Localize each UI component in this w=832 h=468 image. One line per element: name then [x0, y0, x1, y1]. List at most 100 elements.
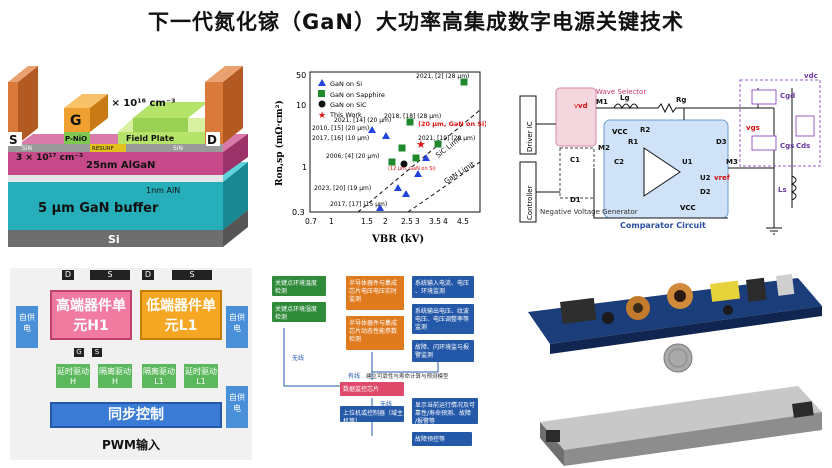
- circuit-label-vdc: vdc: [804, 72, 818, 80]
- flow-right-input: 系统输入电流、电压、环境监测: [412, 276, 474, 298]
- svg-text:检测: 检测: [349, 335, 361, 343]
- flow-wired-label: 有线: [348, 372, 360, 380]
- isolated-driver-l: 隔离驱动L1: [142, 364, 176, 388]
- circuit-label-cds: Cds: [796, 142, 810, 150]
- capacitor-block: [709, 280, 740, 302]
- y-axis-label: Ron,sp (mΩ·cm²): [274, 100, 285, 186]
- source-terminal-2: S: [172, 270, 212, 280]
- circuit-label-m2: M2: [598, 144, 610, 152]
- low-side-unit: 低端器件单元L1: [140, 290, 222, 340]
- mark-si-2: [394, 184, 402, 191]
- algan-layer: [8, 152, 223, 175]
- vcc-top-label: VCC: [612, 128, 628, 136]
- svg-text:关键点环境湿度: 关键点环境湿度: [275, 305, 317, 313]
- svg-text:、环境监测: 、环境监测: [415, 287, 445, 295]
- wave-selector-region: [555, 87, 597, 147]
- circuit-label-u2: U2: [700, 174, 711, 182]
- ref-label-5: 2006, [4] (20 µm): [326, 153, 379, 160]
- gan-limit-line: [407, 161, 481, 213]
- this-work-small-label: (12 µm, GaN on Si): [388, 166, 436, 172]
- circuit-label-rg: Rg: [676, 96, 686, 104]
- mark-sapphire-3: [388, 158, 396, 166]
- mark-sic-0: [400, 160, 408, 168]
- vcc-bottom-label: VCC: [680, 204, 696, 212]
- mark-sapphire-1: [406, 118, 414, 126]
- xtick-5: 3: [415, 217, 420, 226]
- isolated-driver-h: 隔离驱动H: [98, 364, 132, 388]
- mark-this-work: ★: [416, 138, 426, 151]
- xtick-2: 1.5: [361, 217, 373, 226]
- mark-si-0: [368, 126, 376, 133]
- gate-electrode: [64, 108, 90, 132]
- ytick-1: 10: [296, 101, 306, 110]
- xtick-7: 4: [443, 217, 448, 226]
- legend-this-work: This Work: [329, 111, 362, 119]
- drain-electrode: [205, 82, 223, 144]
- ref-label-3: 2010, [15] (20 µm): [312, 125, 369, 132]
- neg-gen-label: Negative Voltage Generator: [540, 208, 638, 216]
- ref-label-1: 2018, [18] (28 µm): [384, 113, 441, 120]
- circuit-label-m3: M3: [726, 158, 738, 166]
- svg-text:系统输出电压、纹波: 系统输出电压、纹波: [415, 307, 469, 315]
- controller-label: Controller: [526, 185, 534, 220]
- circuit-label-vd: vd: [578, 102, 588, 110]
- x-axis-label: VBR (kV): [371, 234, 424, 245]
- product-photos: [520, 262, 826, 466]
- xtick-8: 4.5: [457, 217, 469, 226]
- mark-si-1: [382, 132, 390, 139]
- legend-si: GaN on Si: [330, 80, 362, 88]
- legend-sic-marker: [318, 100, 326, 108]
- svg-text:系统输入电流、电压: 系统输入电流、电压: [415, 279, 469, 287]
- self-power-right-lower: 自供电: [226, 386, 248, 428]
- svg-text:故障、闪环境监与报: 故障、闪环境监与报: [415, 343, 469, 351]
- wave-selector-label: Wave Selector: [596, 88, 646, 96]
- ytick-3: 0.3: [292, 208, 305, 217]
- comparator-label: Comparator Circuit: [620, 221, 706, 230]
- flow-center-chip: 数据监控芯片: [340, 382, 404, 396]
- circuit-label-c1: C1: [570, 156, 580, 164]
- high-side-unit: 高端器件单元H1: [50, 290, 132, 340]
- circuit-label-vgs: vgs: [746, 124, 760, 132]
- circuit-label-cgd: Cgd: [780, 92, 795, 100]
- field-plate: [118, 132, 208, 144]
- svg-text:半导体器件与集成: 半导体器件与集成: [349, 279, 397, 287]
- legend-sic: GaN on SiC: [330, 101, 367, 109]
- ref-label-6: 2021, [19] (20 µm): [418, 135, 475, 142]
- driver-ic-box: [519, 95, 537, 155]
- flow-wireless-label-1: 无线: [292, 354, 304, 362]
- ytick-0: 50: [296, 71, 306, 80]
- source-label: S: [9, 133, 18, 147]
- mark-si-4: [414, 170, 422, 177]
- mark-sapphire-4: [412, 154, 420, 162]
- circuit-label-vref: vref: [714, 174, 731, 182]
- svg-text:警监测: 警监测: [415, 351, 433, 359]
- svg-text:检测: 检测: [275, 287, 287, 295]
- self-power-right: 自供电: [226, 306, 248, 348]
- circuit-schematic: Comparator Circuit Wave Selector Negativ…: [504, 68, 826, 240]
- svg-text:半导体器件与集成: 半导体器件与集成: [349, 319, 397, 327]
- ron-vbr-plot: SiC Limit GaN Limit GaN on Si GaN on Sap…: [268, 66, 486, 248]
- xtick-1: 1: [329, 217, 334, 226]
- mark-si-5: [422, 154, 430, 161]
- sin-left-label: SiN: [22, 145, 32, 152]
- coin: [663, 343, 693, 373]
- field-plate-label: Field Plate: [126, 134, 175, 143]
- svg-text:/报警等: /报警等: [415, 417, 435, 425]
- mark-si-6: [376, 204, 384, 211]
- legend-this-work-marker: ★: [318, 111, 326, 121]
- ref-label-0: 2021, [2] (28 µm): [416, 73, 469, 80]
- gan-buffer: [8, 182, 223, 230]
- this-work-label: (20 µm, GaN on Si): [418, 120, 486, 128]
- ref-label-8: 2017, [17] (15 µm): [330, 201, 387, 208]
- substrate-label: Si: [108, 233, 120, 246]
- circuit-label-r1: R1: [628, 138, 638, 146]
- svg-text:数据监控芯片: 数据监控芯片: [343, 385, 379, 393]
- legend-sapphire-marker: [318, 90, 325, 97]
- pnio-label: P-NiO: [65, 135, 87, 143]
- ref-label-2: 2021, [14] (20 µm): [334, 117, 391, 124]
